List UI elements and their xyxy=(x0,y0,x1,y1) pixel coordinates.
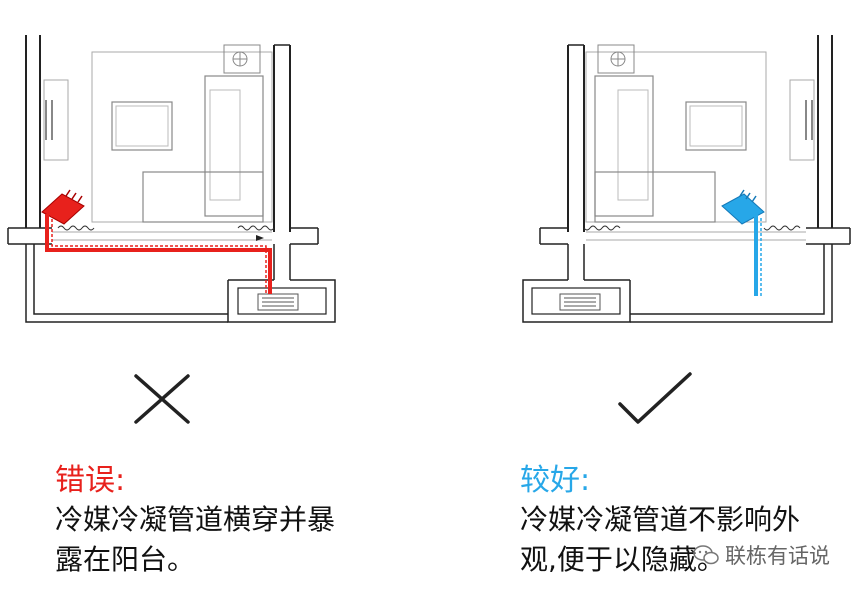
right-floor-plan xyxy=(522,34,851,323)
left-description-line2: 露在阳台。 xyxy=(55,543,196,576)
watermark-text: 联栋有话说 xyxy=(725,544,830,568)
left-verdict-label: 错误: xyxy=(55,463,126,498)
watermark: 联栋有话说 xyxy=(693,540,830,570)
wechat-icon xyxy=(693,545,719,565)
check-mark-icon xyxy=(618,372,692,424)
right-ac-indoor-unit xyxy=(721,189,765,225)
right-description-line1: 冷媒冷凝管道不影响外 xyxy=(520,503,801,536)
left-wall-wave-2 xyxy=(237,225,275,231)
right-description: 冷媒冷凝管道不影响外 观,便于以隐藏。 xyxy=(520,500,800,580)
cross-mark-icon xyxy=(134,374,190,424)
left-description-line1: 冷媒冷凝管道横穿并暴 xyxy=(55,503,336,536)
left-description: 冷媒冷凝管道横穿并暴 露在阳台。 xyxy=(55,500,335,580)
left-floor-plan xyxy=(7,34,336,323)
left-refrigerant-pipe xyxy=(45,214,272,294)
right-verdict-label: 较好: xyxy=(520,463,591,498)
right-description-line2: 观,便于以隐藏。 xyxy=(520,543,725,576)
left-wall-wave-1 xyxy=(57,225,95,231)
